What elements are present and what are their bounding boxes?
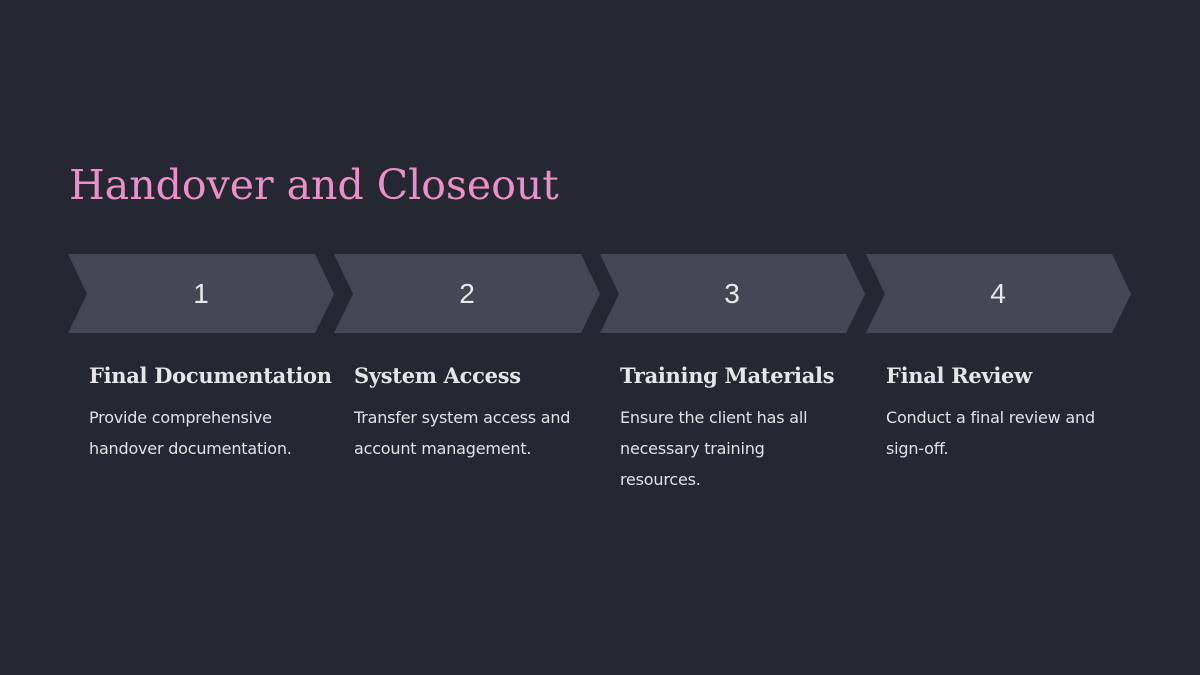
- step-number-2: 2: [459, 278, 475, 309]
- step-1: Final Documentation Provide comprehensiv…: [89, 360, 332, 464]
- step-title: Training Materials: [620, 363, 835, 388]
- step-3: Training Materials Ensure the client has…: [620, 360, 860, 495]
- step-description: Ensure the client has all necessary trai…: [620, 408, 808, 489]
- step-title: Final Documentation: [89, 363, 332, 388]
- step-2: System Access Transfer system access and…: [354, 360, 594, 464]
- step-title: Final Review: [886, 363, 1032, 388]
- step-description: Conduct a final review and sign-off.: [886, 408, 1095, 458]
- step-title: System Access: [354, 363, 521, 388]
- step-description: Provide comprehensive handover documenta…: [89, 408, 292, 458]
- slide-title: Handover and Closeout: [69, 161, 559, 209]
- step-number-3: 3: [724, 278, 740, 309]
- step-number-4: 4: [990, 278, 1006, 309]
- step-description: Transfer system access and account manag…: [354, 408, 571, 458]
- step-4: Final Review Conduct a final review and …: [886, 360, 1126, 464]
- step-number-1: 1: [193, 278, 209, 309]
